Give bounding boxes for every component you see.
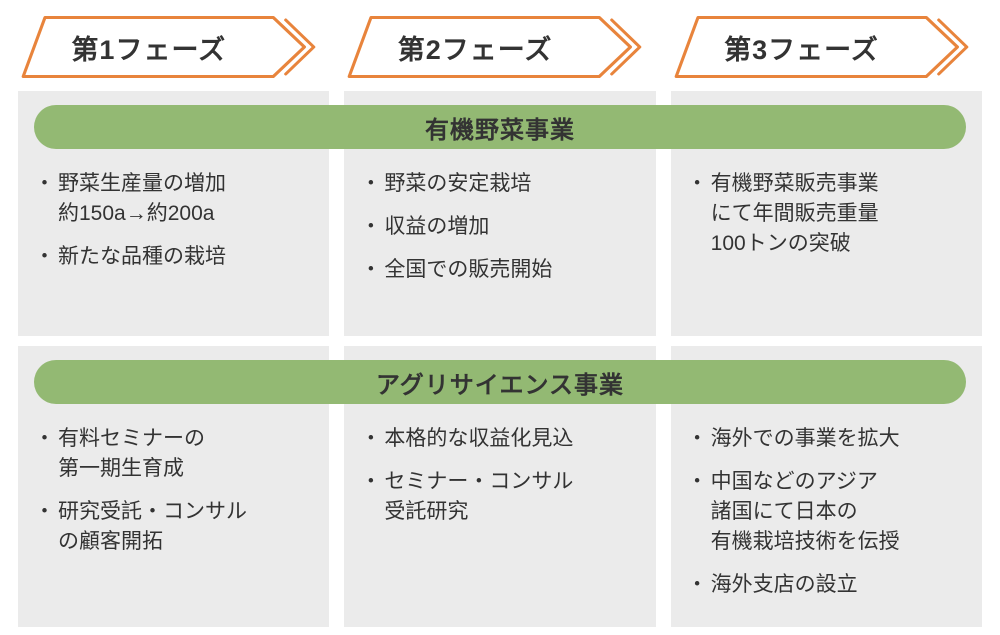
list-item: ・研究受託・コンサル の顧客開拓 — [34, 497, 319, 557]
list-item-text: 研究受託・コンサル の顧客開拓 — [58, 500, 247, 553]
bullet-marker: ・ — [34, 500, 55, 523]
phase-header-row: 第1フェーズ 第2フェーズ 第3フェーズ — [18, 15, 982, 79]
bullet-marker: ・ — [686, 470, 708, 493]
list-item-text: 海外支店の設立 — [710, 573, 858, 596]
list-item-text: 全国での販売開始 — [384, 258, 553, 281]
list-item-text: 中国などのアジア 諸国にて日本の 有機栽培技術を伝授 — [710, 470, 900, 553]
list-item: ・野菜の安定栽培 — [360, 169, 645, 199]
list-item-text: 野菜生産量の増加 約150a→約200a — [58, 172, 226, 225]
bullet-marker: ・ — [686, 427, 708, 450]
list-item-text: 海外での事業を拡大 — [710, 427, 900, 450]
list-item-text: 有機野菜販売事業 にて年間販売重量 100トンの突破 — [710, 172, 879, 255]
phase-arrow-shape-icon — [674, 16, 968, 78]
list-item-text: 野菜の安定栽培 — [384, 172, 532, 195]
phase-label: 第3フェーズ — [724, 34, 879, 65]
list-item: ・本格的な収益化見込 — [360, 424, 645, 454]
list-item-text: セミナー・コンサル 受託研究 — [384, 470, 574, 523]
list-item-text: 新たな品種の栽培 — [58, 245, 226, 268]
bullet-marker: ・ — [34, 172, 55, 195]
section-title: 有機野菜事業 — [425, 116, 575, 144]
bullet-marker: ・ — [34, 245, 55, 268]
list-item: ・野菜生産量の増加 約150a→約200a — [34, 169, 319, 229]
bullet-marker: ・ — [34, 427, 55, 450]
phase-arrow-shape-icon — [21, 16, 316, 78]
list-item: ・海外支店の設立 — [687, 570, 972, 600]
list-item-text: 収益の増加 — [384, 215, 490, 238]
phase-arrow-shape-icon — [347, 16, 642, 78]
bullet-marker: ・ — [686, 573, 708, 596]
section-agri-science: アグリサイエンス事業 ・有料セミナーの 第一期生育成・研究受託・コンサル の顧客… — [18, 346, 982, 627]
list-item: ・収益の増加 — [360, 212, 645, 242]
phase-banner-1: 第1フェーズ — [18, 15, 329, 79]
list-item: ・新たな品種の栽培 — [34, 242, 319, 272]
phase-label: 第1フェーズ — [71, 34, 227, 65]
bullet-marker: ・ — [360, 172, 382, 195]
bullet-marker: ・ — [360, 470, 382, 493]
bullet-marker: ・ — [360, 427, 382, 450]
list-item: ・有機野菜販売事業 にて年間販売重量 100トンの突破 — [687, 169, 972, 259]
section-organic-vegetable: 有機野菜事業 ・野菜生産量の増加 約150a→約200a・新たな品種の栽培 ・野… — [18, 91, 982, 336]
list-item: ・海外での事業を拡大 — [687, 424, 972, 454]
bullet-marker: ・ — [360, 258, 382, 281]
section-title: アグリサイエンス事業 — [375, 371, 625, 399]
list-item: ・有料セミナーの 第一期生育成 — [34, 424, 319, 484]
phase-label: 第2フェーズ — [397, 34, 553, 65]
bullet-marker: ・ — [686, 172, 708, 195]
list-item: ・全国での販売開始 — [360, 255, 645, 285]
phase-banner-2: 第2フェーズ — [344, 15, 655, 79]
bullet-marker: ・ — [360, 215, 382, 238]
list-item: ・セミナー・コンサル 受託研究 — [360, 467, 645, 527]
list-item: ・中国などのアジア 諸国にて日本の 有機栽培技術を伝授 — [687, 467, 972, 557]
list-item-text: 本格的な収益化見込 — [384, 427, 574, 450]
section-title-banner: アグリサイエンス事業 — [34, 360, 966, 404]
phase-banner-3: 第3フェーズ — [671, 15, 982, 79]
section-title-banner: 有機野菜事業 — [34, 105, 966, 149]
list-item-text: 有料セミナーの 第一期生育成 — [58, 427, 205, 480]
